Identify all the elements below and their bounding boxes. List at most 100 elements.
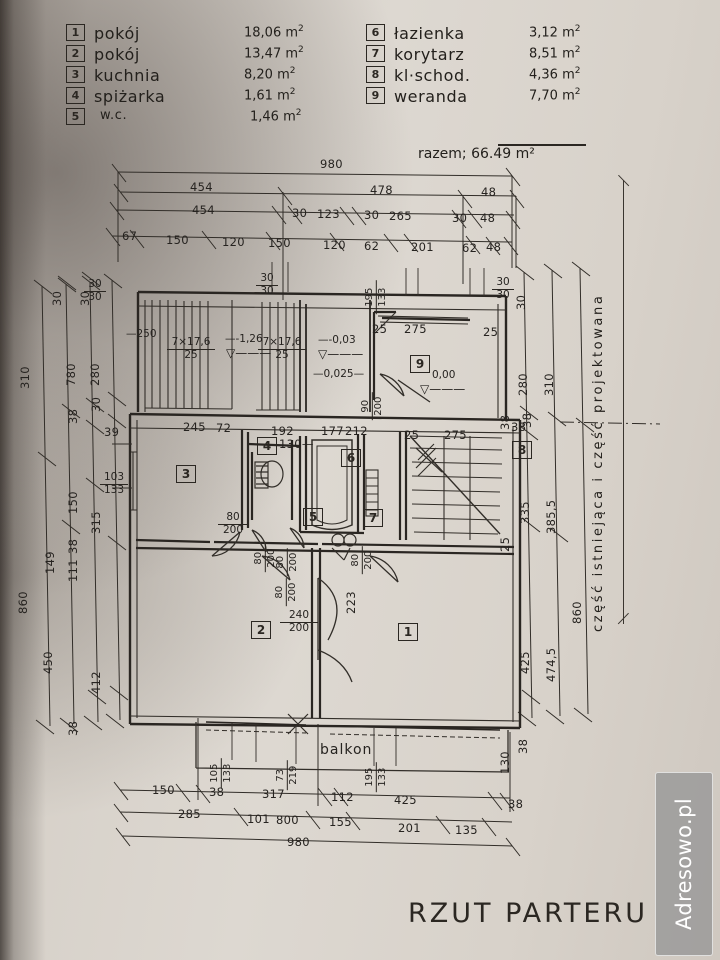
legend-room-number: 2	[66, 45, 85, 62]
door-height: 200	[222, 524, 244, 537]
dim-top-150b: 150	[268, 236, 291, 250]
window-height: 133	[377, 287, 388, 307]
door-height: 200	[288, 552, 299, 572]
interior-dim-39: 39	[104, 425, 120, 439]
door-marker-80-200-c: 80 200	[350, 546, 374, 575]
interior-dim-275b: 275	[444, 428, 467, 442]
plan-room-4: 4	[257, 437, 277, 455]
window-width: 30	[260, 272, 274, 284]
dim-top-30b: 30	[364, 208, 380, 222]
window-marker-103-133: 103 133	[100, 472, 128, 496]
legend-room-name: w.c.	[100, 108, 128, 123]
window-height: 30	[260, 285, 274, 298]
interior-dim-177: 177	[321, 424, 344, 438]
window-width: 195	[363, 767, 375, 787]
dim-bot-38b: 38	[508, 797, 524, 811]
dim-right-38c: 38	[516, 738, 530, 754]
door-marker-80-200-d: 80 200	[273, 578, 298, 607]
dim-bot-285: 285	[178, 807, 201, 821]
window-width: 195	[363, 287, 375, 307]
dim-bot-800: 800	[276, 813, 299, 827]
legend-room-area: 18,06 m2	[244, 24, 304, 41]
window-height: 133	[377, 767, 388, 787]
legend-room-number: 4	[66, 87, 85, 104]
dim-left-860: 860	[16, 591, 30, 614]
door-width: 80	[274, 555, 286, 569]
level-0025: —0,025—	[313, 368, 365, 380]
legend-row: 2 pokój 13,47 m2 7 korytarz 8,51 m2	[66, 45, 626, 66]
dim-top-478: 478	[370, 183, 393, 197]
legend-room-name: spiżarka	[94, 87, 166, 106]
window-width: 30	[88, 278, 102, 290]
window-marker-195-133-top: 195 133	[363, 280, 388, 315]
door-width: 80	[273, 585, 285, 599]
legend-row: 5 w.c. 1,46 m2	[66, 108, 626, 129]
legend-room-number: 7	[366, 45, 385, 62]
dim-right-30: 30	[514, 294, 528, 310]
dim-right-4745: 474,5	[544, 647, 558, 682]
watermark-badge[interactable]: Adresowo.pl	[655, 772, 713, 956]
window-height: 133	[222, 763, 233, 783]
balcony-label: balkon	[320, 742, 373, 758]
legend-room-name: pokój	[94, 45, 140, 64]
plan-room-6: 6	[341, 449, 361, 467]
watermark-text: Adresowo.pl	[672, 797, 696, 931]
plan-room-5: 5	[303, 508, 323, 526]
dim-left-150: 150	[66, 491, 80, 514]
annotation-arrow-line	[623, 180, 625, 624]
window-marker-30-30-b: 30 30	[256, 273, 278, 297]
plan-room-8: 8	[512, 441, 532, 459]
dim-left-38c: 38	[66, 720, 80, 736]
dim-bot-150: 150	[152, 783, 175, 797]
window-height: 30	[88, 291, 102, 304]
dim-left-315: 315	[89, 511, 103, 534]
dim-top-30a: 30	[292, 206, 308, 220]
door-height: 200	[287, 582, 298, 602]
dim-top-454: 454	[190, 180, 213, 194]
dim-top-48b: 48	[480, 211, 496, 225]
dim-left-280: 280	[88, 363, 102, 386]
dim-left-38b: 38	[66, 408, 80, 424]
dim-top-150a: 150	[166, 233, 189, 247]
dim-top-120a: 120	[222, 235, 245, 249]
dim-bot-155: 155	[329, 815, 352, 829]
window-height: 30	[496, 289, 510, 302]
door-marker-240-200: 240 200	[280, 610, 318, 634]
interior-dim-245: 245	[183, 420, 206, 434]
legend-room-number: 1	[66, 24, 85, 41]
plan-room-1: 1	[398, 623, 418, 641]
legend-room-area: 8,51 m2	[529, 45, 581, 62]
stairs-right-annotation: 7×17,6 25	[258, 337, 306, 361]
legend-room-number: 5	[66, 108, 85, 125]
legend-room-number: 9	[366, 87, 385, 104]
dim-right-25: 25	[498, 536, 512, 552]
legend-room-name: łazienka	[394, 24, 465, 43]
interior-dim-25b: 25	[483, 325, 499, 339]
dim-right-385: 385,5	[544, 499, 558, 534]
window-width: 103	[103, 471, 125, 483]
door-height: 200	[288, 622, 310, 635]
dim-left-412: 412	[89, 671, 103, 694]
door-height: 200	[373, 396, 384, 416]
legend-room-name: weranda	[394, 87, 468, 106]
stairs-left-count: 7×17,6	[171, 336, 211, 348]
interior-dim-192: 192	[271, 424, 294, 438]
legend-room-number: 6	[366, 24, 385, 41]
dim-top-454b: 454	[192, 203, 215, 217]
dim-top-67: 67	[122, 229, 138, 243]
legend-room-area: 13,47 m2	[244, 45, 304, 62]
stairs-right-tread: 25	[275, 349, 289, 362]
dim-right-425: 425	[518, 651, 532, 674]
dim-left-780: 780	[64, 363, 78, 386]
dim-right-280: 280	[516, 373, 530, 396]
dim-bot-425: 425	[394, 793, 417, 807]
door-marker-90-200-veranda: 90 200	[360, 392, 384, 421]
dim-bot-135: 135	[455, 823, 478, 837]
stairs-left-tread: 25	[184, 349, 198, 362]
dim-top-120b: 120	[323, 238, 346, 252]
legend-row: 4 spiżarka 1,61 m2 9 weranda 7,70 m2	[66, 87, 626, 108]
legend-room-name: kuchnia	[94, 66, 161, 85]
interior-dim-25c: 25	[404, 428, 420, 442]
dim-right-38b: 38	[498, 414, 512, 430]
